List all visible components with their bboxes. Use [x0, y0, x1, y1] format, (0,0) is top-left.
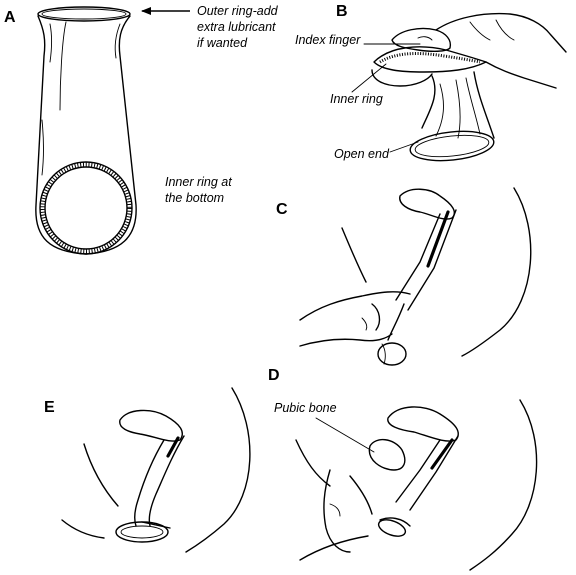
inner-ring-b-label: Inner ring: [330, 92, 383, 106]
hand-upper-edge-c: [299, 291, 411, 321]
leg-e: [61, 519, 105, 539]
panel-letter-b: B: [336, 3, 348, 20]
final-position-illustration-e: [61, 387, 251, 553]
pubic-bone-pointer: [315, 417, 375, 453]
body-outline-c: [461, 187, 532, 357]
thigh-c: [341, 227, 367, 283]
outer-ring-inner-edge: [41, 8, 127, 20]
hand-finger-d: [349, 475, 373, 515]
condom-b-right-side: [473, 71, 495, 139]
knuckle-crease-d: [329, 503, 341, 517]
placement-illustration-d: [295, 399, 538, 571]
condom-exit-c: [387, 303, 405, 341]
inner-ring-inner-edge: [44, 166, 128, 250]
vaginal-canal-front-d: [395, 439, 441, 503]
open-end-c: [377, 342, 407, 366]
inner-ring-b-pointer: [351, 63, 387, 93]
open-end-ring: [409, 130, 495, 162]
hand-back: [435, 12, 567, 53]
thigh-d: [295, 439, 331, 487]
index-finger-nail: [417, 36, 433, 41]
thumb-shape: [371, 69, 433, 87]
panel-b: B Index finger Inner ring: [295, 3, 567, 162]
sheath-crease-2: [41, 119, 44, 176]
panel-letter-c: C: [276, 201, 288, 218]
panel-letter-e: E: [44, 399, 55, 416]
sheath-fold-right: [114, 23, 121, 59]
panel-letter-d: D: [268, 367, 280, 384]
open-end-ring-d: [377, 519, 407, 537]
vaginal-canal-front-e: [133, 439, 165, 527]
body-outline-e: [185, 387, 251, 553]
body-outline-d: [469, 399, 538, 571]
condom-b-fold-3: [465, 77, 481, 135]
uterus-c: [399, 188, 456, 220]
vaginal-canal-back-e: [148, 435, 185, 527]
vaginal-canal-back-c: [407, 209, 457, 311]
hand-wrist-d: [299, 535, 369, 561]
pubic-bone-shape: [368, 439, 406, 471]
condom-illustration-a: [35, 6, 137, 255]
panel-d: D Pubic bone: [268, 367, 538, 571]
inner-ring-hatching: [40, 162, 132, 254]
inner-ring-bottom-label: Inner ring at the bottom: [165, 175, 235, 205]
open-end-label: Open end: [334, 147, 390, 161]
hand-palm: [485, 61, 557, 89]
condom-b-fold-2: [455, 79, 461, 139]
outer-ring-e-inner: [120, 525, 164, 539]
index-finger-label: Index finger: [295, 33, 361, 47]
condom-in-canal-d: [430, 438, 454, 470]
vaginal-canal-back-d: [409, 435, 459, 511]
hand-lower-edge-c: [299, 333, 393, 347]
open-end-ring-inner: [414, 134, 490, 158]
sheath-fold-left: [49, 23, 52, 63]
hand-squeezing-ring-illustration: [371, 12, 567, 162]
open-end-fold-c: [381, 343, 386, 365]
condom-in-canal-c: [426, 210, 450, 268]
panel-c: C: [276, 187, 532, 366]
open-end-d: [379, 517, 411, 527]
open-end-pointer: [389, 141, 419, 153]
condom-b-left-side: [421, 75, 436, 129]
uterus-d: [387, 406, 459, 442]
knuckle-crease-2: [495, 19, 515, 41]
insertion-illustration-c: [299, 187, 532, 366]
panel-e: E: [44, 387, 251, 553]
condom-b-fold-1: [435, 83, 444, 137]
hand-thumb-d: [323, 469, 351, 553]
thigh-e: [83, 443, 119, 507]
outer-ring-label: Outer ring-add extra lubricant if wanted: [197, 4, 281, 50]
knuckle-c: [371, 303, 381, 331]
knuckle-crease-1: [469, 21, 491, 41]
uterus-e: [119, 409, 184, 442]
vaginal-canal-front-c: [395, 213, 441, 301]
outer-ring-shape: [37, 6, 131, 22]
index-finger-shape: [391, 27, 452, 53]
outer-ring-e: [115, 521, 169, 543]
inner-ring-outer-edge: [39, 161, 133, 255]
outer-ring-e-edge: [141, 521, 171, 529]
sheath-crease-1: [59, 21, 67, 111]
panel-letter-a: A: [4, 9, 16, 26]
pubic-bone-label: Pubic bone: [274, 401, 337, 415]
condom-in-canal-e: [166, 436, 180, 458]
panel-a: A Outer ring-add extra lubricant if want…: [4, 4, 281, 255]
squeezed-ring-hatching: [379, 52, 481, 64]
finger-crease-c: [361, 317, 368, 331]
